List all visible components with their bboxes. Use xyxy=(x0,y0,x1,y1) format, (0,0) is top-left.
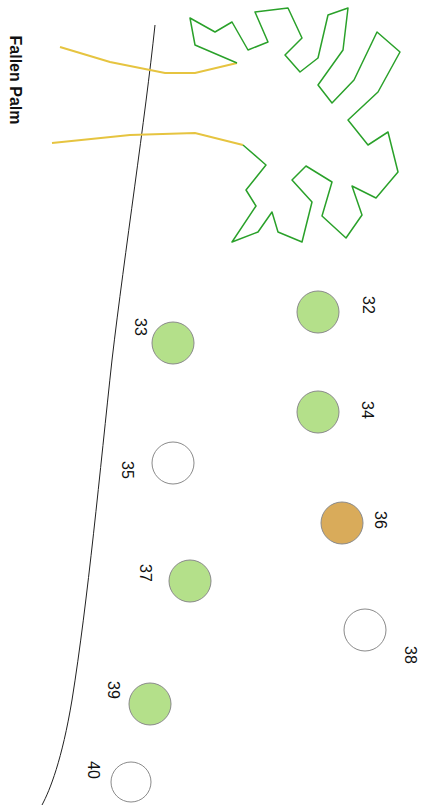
plant-circle xyxy=(297,291,339,333)
plant-circle xyxy=(111,762,151,802)
callout-number: 37 xyxy=(137,564,153,582)
palm-trunk xyxy=(52,133,243,145)
plant-circle xyxy=(152,322,194,364)
callout-number: 39 xyxy=(105,681,121,699)
callout-number: 32 xyxy=(360,296,376,314)
callout-number: 34 xyxy=(359,401,375,419)
plant-circle xyxy=(344,609,386,651)
callout-number: 40 xyxy=(85,761,101,779)
plant-circle xyxy=(321,502,363,544)
plant-circle xyxy=(297,391,339,433)
plant-circle xyxy=(152,442,194,484)
plant-circle xyxy=(129,683,171,725)
plant-circle xyxy=(169,560,211,602)
palm-fronds xyxy=(190,8,400,242)
callout-number: 33 xyxy=(132,318,148,336)
callout-number: 38 xyxy=(402,646,418,664)
site-title: Fallen Palm xyxy=(7,36,23,125)
callout-number: 35 xyxy=(119,461,135,479)
callout-number: 36 xyxy=(372,511,388,529)
